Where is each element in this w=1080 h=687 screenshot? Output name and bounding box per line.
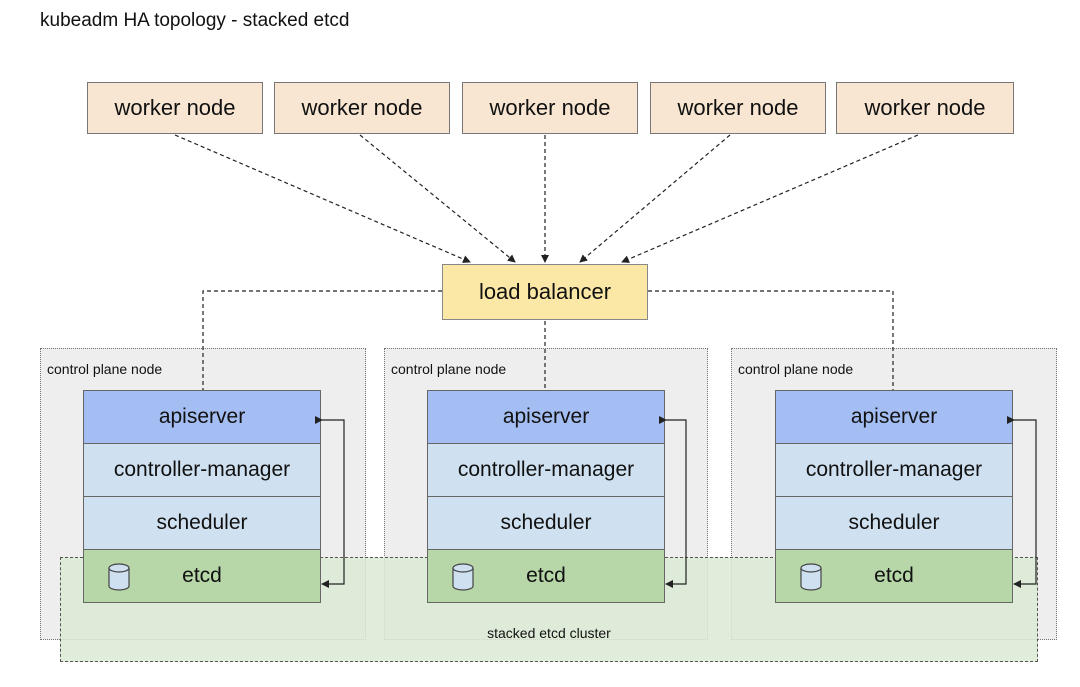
worker-arrow-5	[621, 134, 919, 263]
lb-link-1	[202, 290, 442, 390]
etcd: etcd	[775, 549, 1013, 603]
apiserver: apiserver	[83, 390, 321, 444]
component-stack-2: apiserver controller-manager scheduler e…	[427, 390, 665, 603]
control-plane-node-label: control plane node	[391, 361, 507, 377]
etcd-label: etcd	[874, 564, 914, 587]
worker-arrow-1	[174, 134, 471, 263]
etcd-label: etcd	[526, 564, 566, 587]
worker-arrow-2	[359, 134, 516, 263]
worker-arrow-4	[579, 134, 731, 263]
worker-node-5: worker node	[836, 82, 1014, 134]
controller-manager: controller-manager	[83, 443, 321, 497]
scheduler: scheduler	[427, 496, 665, 550]
etcd-label: etcd	[182, 564, 222, 587]
diagram-title: kubeadm HA topology - stacked etcd	[40, 10, 350, 31]
control-plane-node-label: control plane node	[47, 361, 163, 377]
controller-manager: controller-manager	[427, 443, 665, 497]
worker-node-2: worker node	[274, 82, 450, 134]
worker-node-4: worker node	[650, 82, 826, 134]
etcd-api-link-1	[315, 416, 345, 588]
etcd: etcd	[83, 549, 321, 603]
lb-link-3	[648, 290, 894, 390]
database-icon	[800, 563, 822, 591]
etcd-api-link-2	[659, 416, 687, 588]
worker-node-3: worker node	[462, 82, 638, 134]
worker-node-1: worker node	[87, 82, 263, 134]
component-stack-3: apiserver controller-manager scheduler e…	[775, 390, 1013, 603]
etcd: etcd	[427, 549, 665, 603]
control-plane-node-label: control plane node	[738, 361, 854, 377]
scheduler: scheduler	[775, 496, 1013, 550]
database-icon	[452, 563, 474, 591]
etcd-api-link-3	[1007, 416, 1037, 588]
load-balancer: load balancer	[442, 264, 648, 320]
database-icon	[108, 563, 130, 591]
component-stack-1: apiserver controller-manager scheduler e…	[83, 390, 321, 603]
scheduler: scheduler	[83, 496, 321, 550]
stacked-etcd-cluster-label: stacked etcd cluster	[487, 625, 611, 641]
